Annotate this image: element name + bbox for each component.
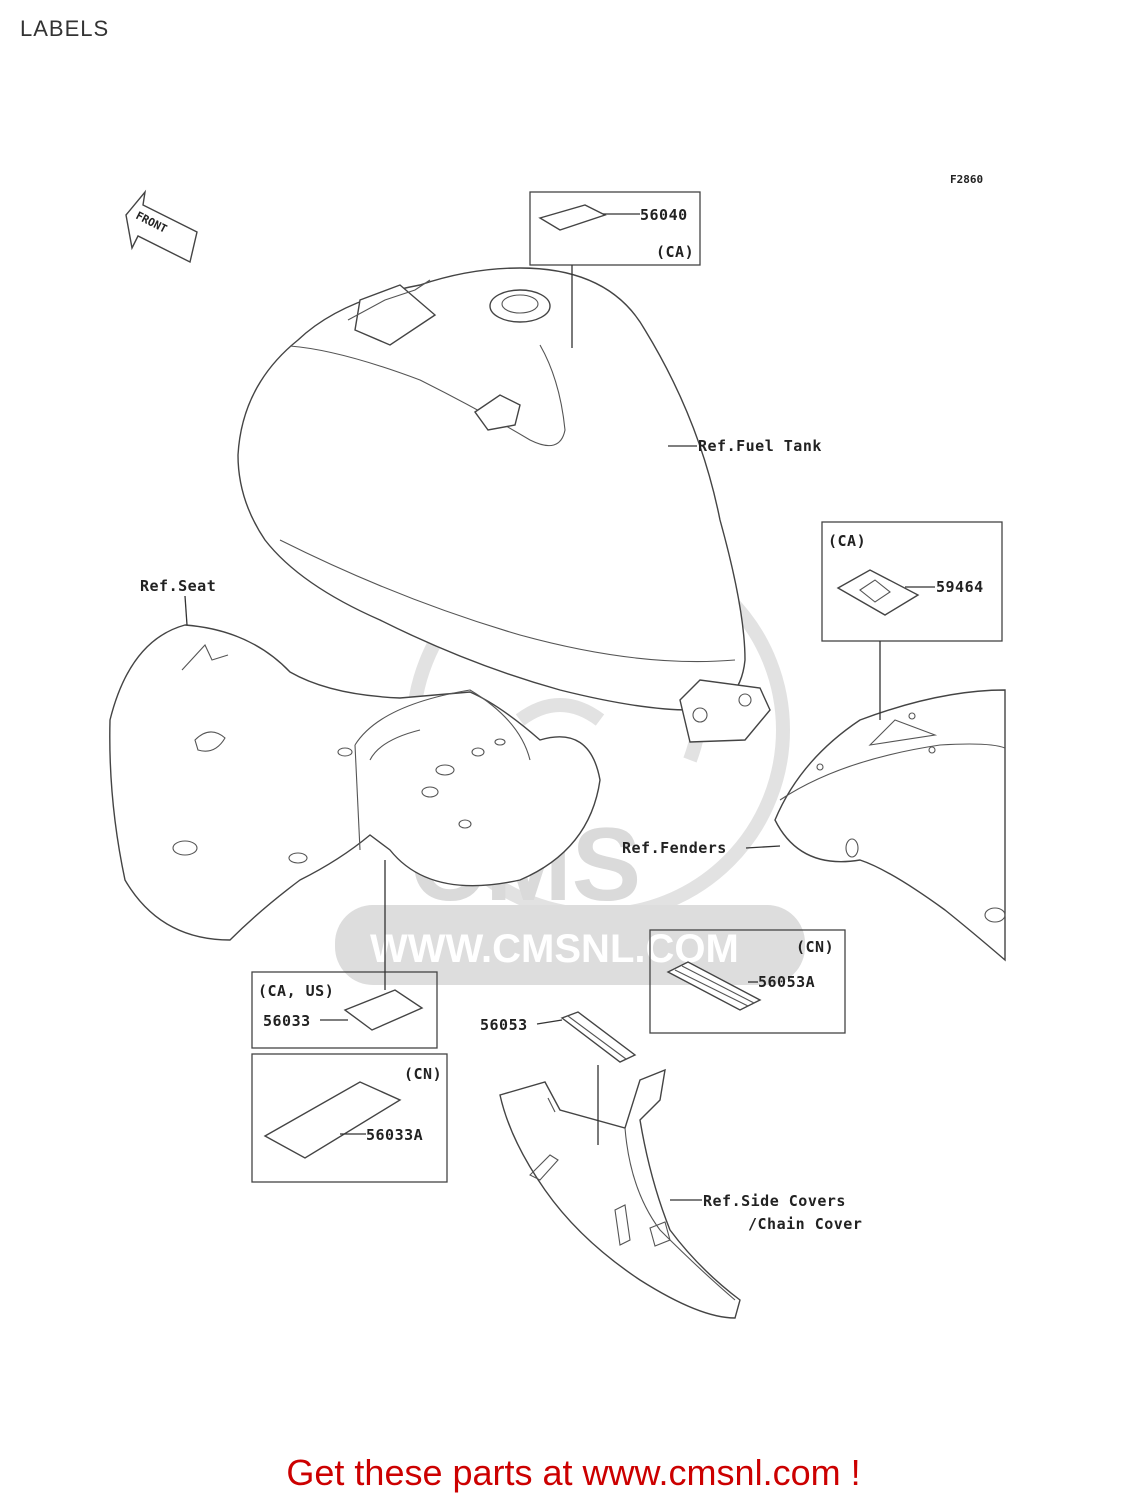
cta-banner[interactable]: Get these parts at www.cmsnl.com ! xyxy=(286,1452,861,1493)
callout-56053A: (CN) 56053A xyxy=(649,929,846,1034)
callout-56033A: (CN) 56033A xyxy=(251,1053,448,1183)
market-56053A: (CN) xyxy=(796,938,834,956)
side-cover-drawing xyxy=(499,1068,741,1319)
part-number-56033A: 56033A xyxy=(366,1126,423,1144)
watermark-url: WWW.CMSNL.COM xyxy=(370,927,739,971)
callout-56040: 56040 (CA) xyxy=(529,191,701,348)
market-56033A: (CN) xyxy=(404,1065,442,1083)
front-arrow-icon: FRONT xyxy=(125,189,198,264)
market-56033: (CA, US) xyxy=(258,982,334,1000)
part-number-59464: 59464 xyxy=(936,578,984,596)
part-number-56033: 56033 xyxy=(263,1012,311,1030)
ref-chain-cover: /Chain Cover xyxy=(748,1215,862,1233)
seat-drawing xyxy=(109,624,601,941)
figure-code: F2860 xyxy=(950,173,983,186)
ref-seat: Ref.Seat xyxy=(140,577,216,595)
callout-59464: (CA) 59464 xyxy=(821,521,1003,720)
fuel-tank-drawing xyxy=(237,267,771,743)
market-56040: (CA) xyxy=(656,243,694,261)
market-59464: (CA) xyxy=(828,532,866,550)
fender-drawing xyxy=(774,689,1006,962)
part-number-56053: 56053 xyxy=(480,1016,528,1034)
ref-side-covers: Ref.Side Covers xyxy=(703,1192,846,1210)
callout-56053: 56053 xyxy=(480,1011,637,1145)
part-number-56040: 56040 xyxy=(640,206,688,224)
ref-fuel-tank: Ref.Fuel Tank xyxy=(698,437,822,455)
callout-56033: (CA, US) 56033 xyxy=(251,860,438,1049)
ref-fenders: Ref.Fenders xyxy=(622,839,727,857)
page-title: LABELS xyxy=(20,16,110,41)
part-number-56053A: 56053A xyxy=(758,973,815,991)
